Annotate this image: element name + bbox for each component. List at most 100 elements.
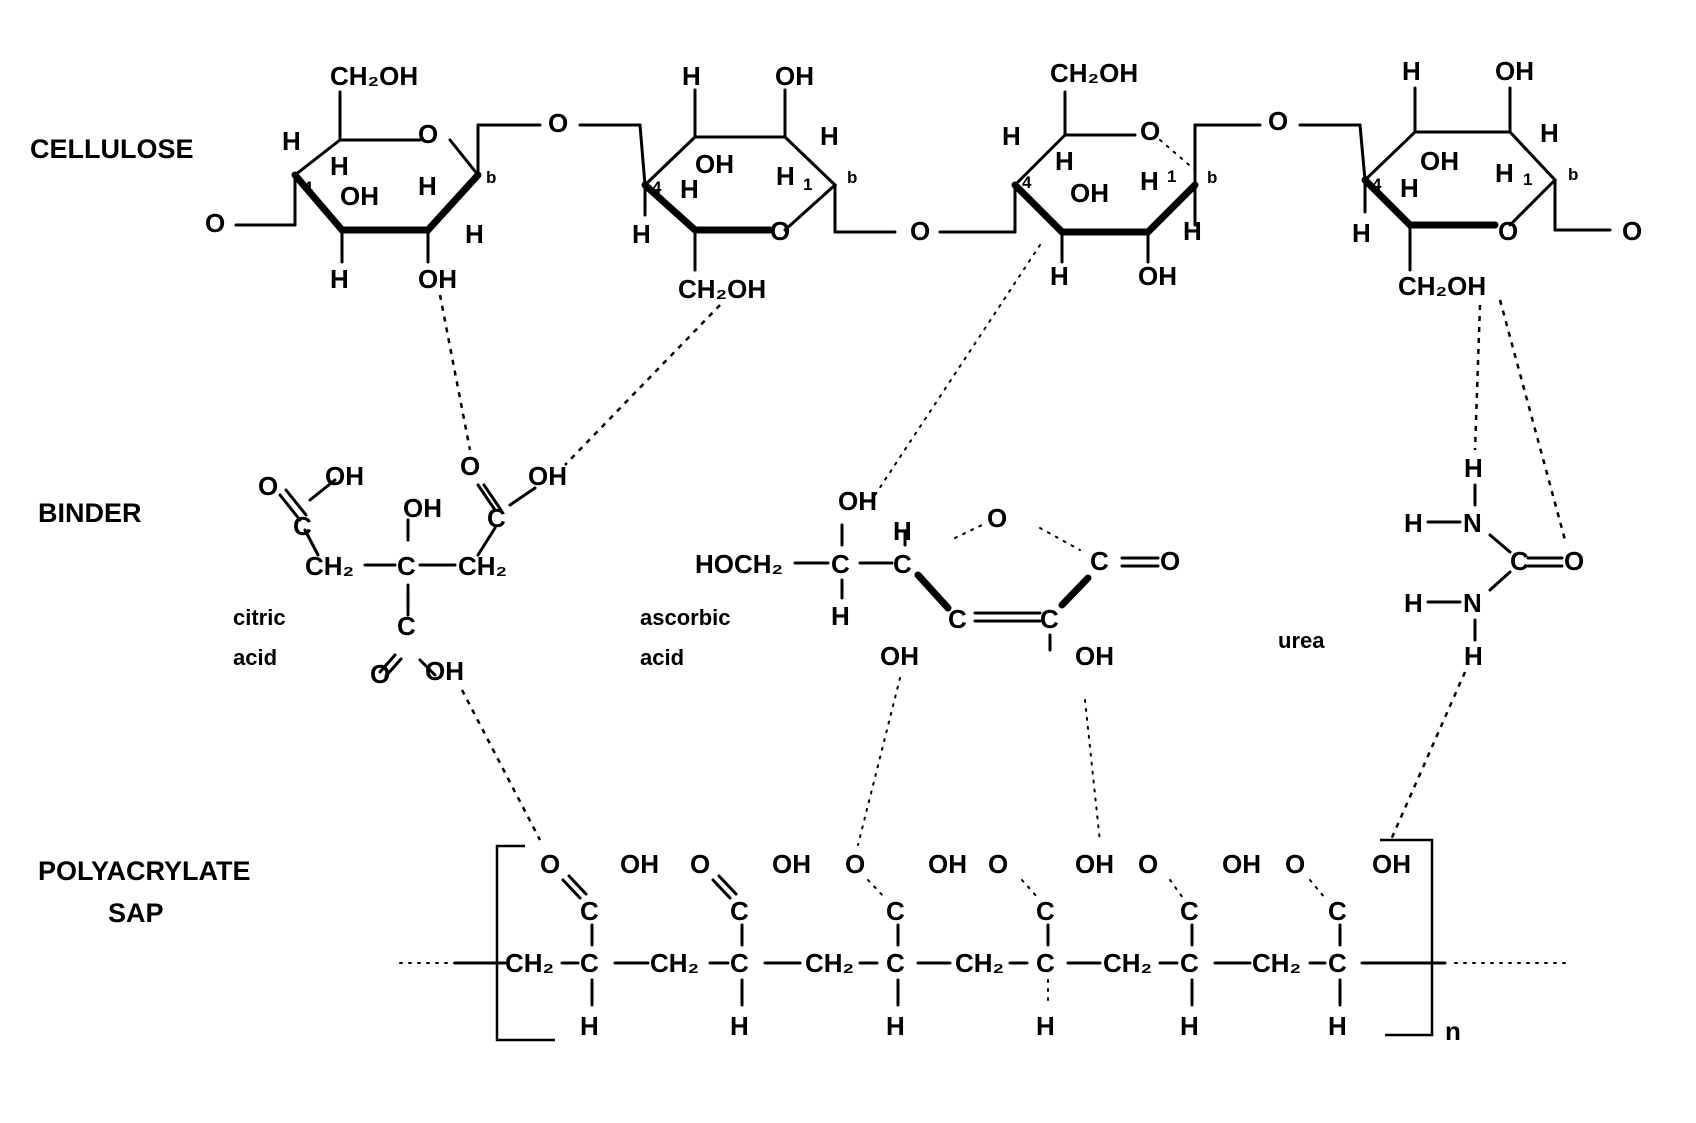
- beta-link-label: b: [847, 168, 857, 187]
- carbon: C: [1040, 604, 1059, 634]
- carbon: C: [831, 549, 850, 579]
- chain-oxygen: O: [205, 208, 225, 238]
- hydroxyl: OH: [1138, 261, 1177, 291]
- hydrogen: H: [1402, 56, 1421, 86]
- carbon: C: [487, 503, 506, 533]
- methylene: CH₂: [805, 948, 854, 978]
- hydrogen: H: [1002, 121, 1021, 151]
- ring-oxygen: O: [987, 503, 1007, 533]
- backbone-carbon: C: [730, 948, 749, 978]
- carboxyl-carbon: C: [580, 896, 599, 926]
- hydrogen: H: [580, 1011, 599, 1041]
- carbonyl-oxygen: O: [845, 849, 865, 879]
- hydroxyl: OH: [1420, 146, 1459, 176]
- carboxyl-carbon: C: [886, 896, 905, 926]
- polyacrylate-label: POLYACRYLATE: [38, 856, 251, 886]
- glycosidic-oxygen: O: [548, 108, 568, 138]
- hydroxyl: OH: [418, 264, 457, 294]
- ring-oxygen: O: [770, 216, 790, 246]
- hydrogen: H: [682, 61, 701, 91]
- hydrogen: H: [1352, 218, 1371, 248]
- hydroxyl: OH: [325, 461, 364, 491]
- methylene: CH₂: [955, 948, 1004, 978]
- hydrogen: H: [1540, 118, 1559, 148]
- carbonyl-oxygen: O: [690, 849, 710, 879]
- ascorbic-name-2: acid: [640, 645, 684, 670]
- hydrogen: H: [1495, 158, 1514, 188]
- hydroxyl: OH: [928, 849, 967, 879]
- hydrogen: H: [680, 174, 699, 204]
- hydrogen: H: [831, 601, 850, 631]
- carbonyl-oxygen: O: [258, 471, 278, 501]
- hydroxyl: OH: [880, 641, 919, 671]
- beta-link-label: b: [1568, 165, 1578, 184]
- methylene: CH₂: [1103, 948, 1152, 978]
- hydroxyl: OH: [1075, 641, 1114, 671]
- beta-link-label: b: [1207, 168, 1217, 187]
- carboxyl-carbon: C: [1328, 896, 1347, 926]
- hydrogen: H: [776, 161, 795, 191]
- hydroxyl: OH: [1372, 849, 1411, 879]
- hydrogen: H: [1404, 508, 1423, 538]
- carboxyl-carbon: C: [1180, 896, 1199, 926]
- hydrogen: H: [820, 121, 839, 151]
- backbone-carbon: C: [1180, 948, 1199, 978]
- urea-structure: [1428, 485, 1562, 640]
- hydroxymethyl: HOCH₂: [695, 549, 783, 579]
- carbon: C: [397, 611, 416, 641]
- hydroxyl: OH: [695, 149, 734, 179]
- hydrogen: H: [330, 264, 349, 294]
- hydroxyl: OH: [425, 656, 464, 686]
- ring-oxygen: O: [418, 119, 438, 149]
- ascorbic-name-1: ascorbic: [640, 605, 731, 630]
- carbon: C: [893, 549, 912, 579]
- glycosidic-oxygen: O: [910, 216, 930, 246]
- citric-name-2: acid: [233, 645, 277, 670]
- ch2oh-group: CH₂OH: [678, 274, 766, 304]
- carbonyl-oxygen: O: [1564, 546, 1584, 576]
- carbon-number: 4: [1372, 175, 1382, 194]
- hydrogen: H: [1183, 216, 1202, 246]
- hydrogen: H: [893, 516, 912, 546]
- hydroxyl: OH: [403, 493, 442, 523]
- methylene: CH₂: [1252, 948, 1301, 978]
- ring-oxygen: O: [1498, 216, 1518, 246]
- hydroxyl: OH: [1070, 178, 1109, 208]
- carbon-number: 4: [1022, 173, 1032, 192]
- hydrogen: H: [418, 171, 437, 201]
- ch2oh-group: CH₂OH: [1398, 271, 1486, 301]
- hydroxyl: OH: [620, 849, 659, 879]
- carbonyl-oxygen: O: [988, 849, 1008, 879]
- backbone-carbon: C: [1036, 948, 1055, 978]
- carboxyl-carbon: C: [1036, 896, 1055, 926]
- repeat-subscript: n: [1445, 1016, 1461, 1046]
- carbon-number: 1: [1523, 170, 1532, 189]
- hydrogen: H: [330, 151, 349, 181]
- hydrogen: H: [1140, 166, 1159, 196]
- ch2oh-group: CH₂OH: [1050, 58, 1138, 88]
- hydroxyl: OH: [772, 849, 811, 879]
- ring-oxygen: O: [1140, 116, 1160, 146]
- hydrogen: H: [1055, 146, 1074, 176]
- hydroxyl: OH: [1495, 56, 1534, 86]
- hydrogen: H: [282, 126, 301, 156]
- hydroxyl: OH: [775, 61, 814, 91]
- methylene: CH₂: [505, 948, 554, 978]
- hydroxyl: OH: [838, 486, 877, 516]
- central-carbon: C: [397, 551, 416, 581]
- binder-label: BINDER: [38, 498, 142, 528]
- hydrogen: H: [1050, 261, 1069, 291]
- hydroxyl: OH: [1075, 849, 1114, 879]
- hydrogen: H: [1180, 1011, 1199, 1041]
- hydrogen: H: [1036, 1011, 1055, 1041]
- hydrogen: H: [1404, 588, 1423, 618]
- hydrogen: H: [465, 219, 484, 249]
- chain-oxygen: O: [1622, 216, 1642, 246]
- backbone-carbon: C: [886, 948, 905, 978]
- carbonyl-oxygen: O: [1160, 546, 1180, 576]
- hydroxyl: OH: [340, 181, 379, 211]
- hydrogen: H: [886, 1011, 905, 1041]
- cellulose-chain: CH₂OH O H H OH H H H OH O 4 b O H OH H O…: [205, 56, 1642, 304]
- hydrogen: H: [1464, 453, 1483, 483]
